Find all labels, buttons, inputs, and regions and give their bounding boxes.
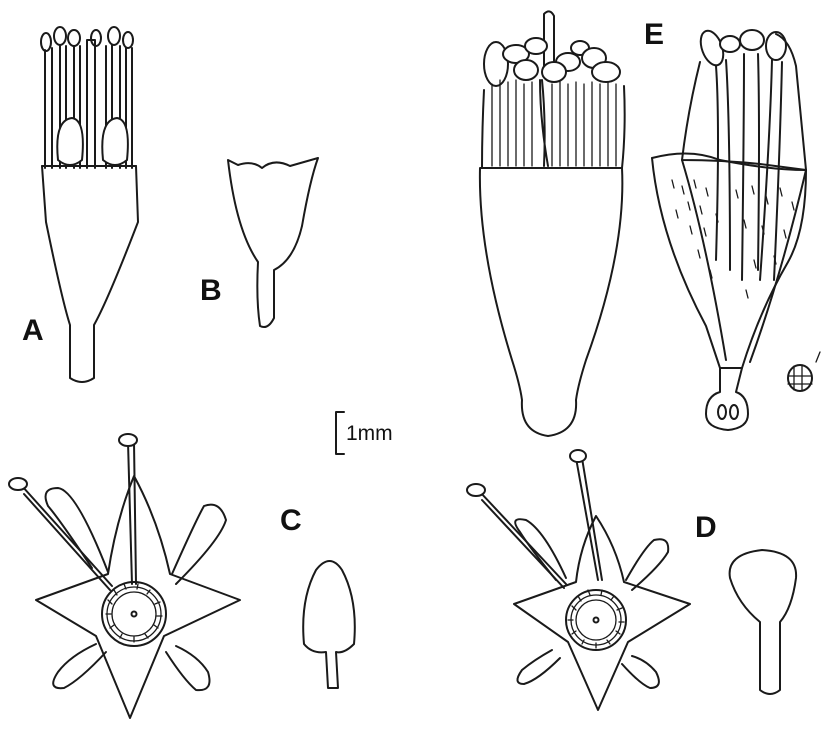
label-c: C bbox=[280, 504, 302, 537]
figure-e-drawing bbox=[652, 28, 820, 430]
label-e: E bbox=[644, 18, 664, 51]
flower-left-drawing bbox=[9, 434, 240, 718]
scale-bar bbox=[336, 412, 344, 454]
figure-c-drawing bbox=[303, 561, 355, 688]
figure-b-drawing bbox=[228, 158, 318, 327]
figure-a-drawing bbox=[41, 27, 138, 382]
scale-bar-label: 1mm bbox=[346, 422, 393, 445]
label-d: D bbox=[695, 511, 717, 544]
figure-tube-drawing bbox=[480, 11, 625, 436]
label-a: A bbox=[22, 314, 44, 347]
figure-d-drawing bbox=[730, 550, 797, 694]
label-b: B bbox=[200, 274, 222, 307]
flower-right-drawing bbox=[467, 450, 690, 710]
